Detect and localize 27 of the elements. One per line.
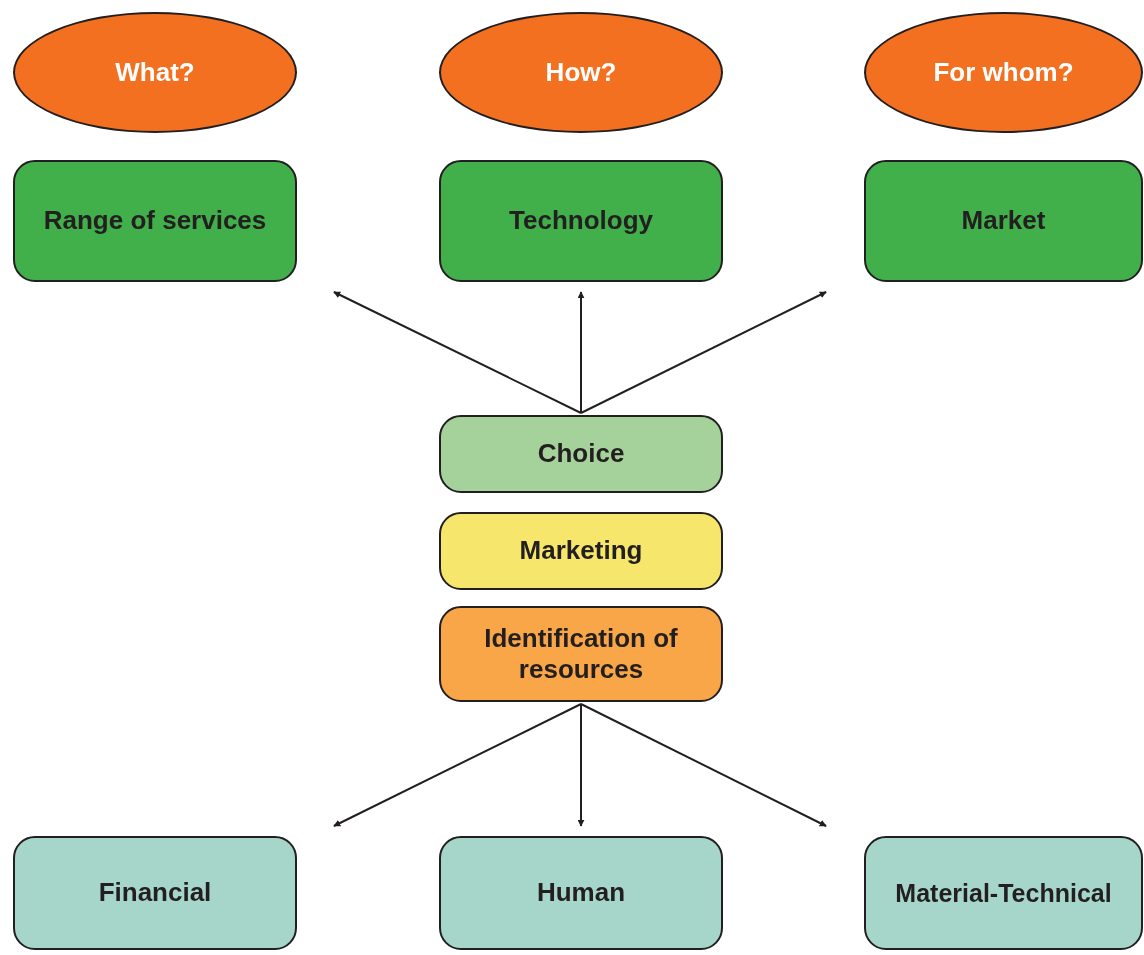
process-box [439, 512, 723, 590]
process-box [439, 160, 723, 282]
node-label: How? [545, 56, 617, 89]
node-label: Human [536, 877, 626, 909]
node-label: Identification of resources [483, 622, 679, 686]
arrow [332, 703, 582, 827]
process-box [439, 415, 723, 493]
process-box [439, 606, 723, 702]
process-box [13, 160, 297, 282]
process-box [864, 160, 1143, 282]
node-label: Range of services [43, 205, 267, 237]
node-label: Marketing [519, 535, 643, 567]
arrow [580, 703, 828, 827]
node-label: For whom? [933, 56, 1074, 89]
process-box [13, 836, 297, 950]
node-label: Choice [537, 438, 625, 470]
arrow [577, 703, 585, 827]
process-box [864, 836, 1143, 950]
arrow [332, 291, 582, 414]
node-label: Material-Technical [895, 878, 1112, 908]
node-label: Technology [509, 205, 653, 237]
process-box [439, 836, 723, 950]
arrow [580, 291, 828, 414]
arrow [577, 291, 585, 414]
node-label: Financial [98, 877, 212, 909]
node-label: Market [961, 205, 1046, 237]
node-label: What? [115, 56, 195, 89]
